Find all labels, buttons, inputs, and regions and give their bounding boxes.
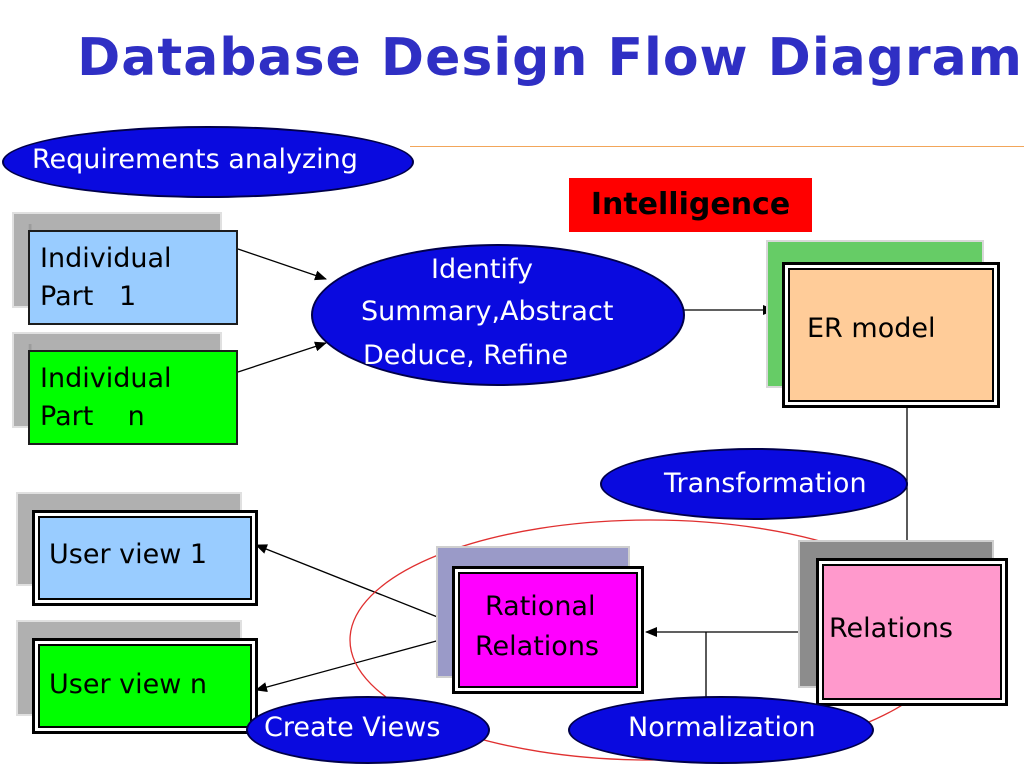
relations-label: Relations <box>829 613 953 644</box>
arrow-rational-to-userview1 <box>255 544 441 619</box>
individual-part-n-line1: Individual <box>40 363 172 394</box>
arrow-partn-to-identify <box>237 341 327 373</box>
individual-part-1-line2: Part 1 <box>40 281 137 312</box>
rational-relations-line2: Relations <box>475 631 599 662</box>
normalization-label: Normalization <box>628 712 816 743</box>
identify-line2: Summary,Abstract <box>361 296 614 327</box>
identify-ellipse: Identify Summary,Abstract Deduce, Refine <box>311 244 685 386</box>
user-view-n-label: User view n <box>49 669 207 700</box>
create-views-ellipse: Create Views <box>246 696 490 764</box>
user-view-1-box: User view 1 <box>32 510 258 606</box>
arrow-rational-to-userviewn <box>255 639 441 692</box>
er-model-box: ER model <box>782 262 1000 408</box>
rational-relations-line1: Rational <box>485 591 596 622</box>
identify-line3: Deduce, Refine <box>363 340 569 371</box>
transformation-ellipse: Transformation <box>600 448 908 520</box>
individual-part-1-line1: Individual <box>40 243 172 274</box>
arrow-part1-to-identify <box>237 248 327 281</box>
transformation-label: Transformation <box>664 468 867 499</box>
requirements-analyzing-label: Requirements analyzing <box>32 144 358 175</box>
individual-part-n-line2: Part n <box>40 401 145 432</box>
relations-box: Relations <box>816 558 1008 706</box>
er-model-label: ER model <box>807 313 936 344</box>
page-title: Database Design Flow Diagram <box>77 28 1023 88</box>
individual-part-n-box: Individual Part n <box>28 350 238 445</box>
identify-line1: Identify <box>431 254 533 285</box>
intelligence-label: Intelligence <box>569 178 812 232</box>
create-views-label: Create Views <box>264 712 441 743</box>
header-divider <box>410 146 1024 147</box>
requirements-analyzing-ellipse: Requirements analyzing <box>2 126 414 198</box>
rational-relations-box: Rational Relations <box>452 566 644 694</box>
normalization-ellipse: Normalization <box>568 696 874 764</box>
user-view-n-box: User view n <box>32 638 258 734</box>
individual-part-1-box: Individual Part 1 <box>28 230 238 325</box>
user-view-1-label: User view 1 <box>49 539 208 570</box>
